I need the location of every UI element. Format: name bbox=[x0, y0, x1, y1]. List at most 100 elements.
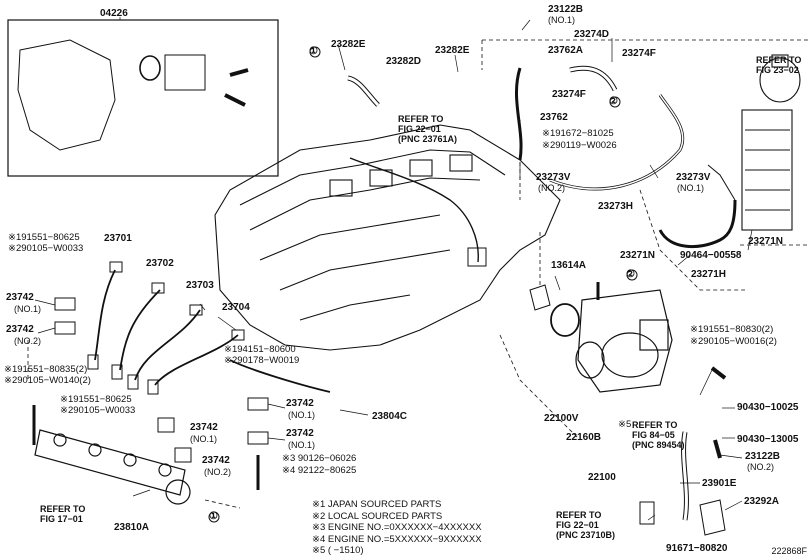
part-label-23704: 23704 bbox=[222, 302, 250, 313]
part-label-23742-e: 23742 bbox=[286, 398, 314, 409]
diagram-code: 222868F bbox=[771, 546, 807, 556]
ref-line-2: FIG 22−01 bbox=[556, 520, 599, 530]
part-label-23122B-bot: 23122B bbox=[745, 451, 781, 462]
legend-line: ※4 ENGINE NO.=5XXXXXX−9XXXXXX bbox=[312, 533, 482, 545]
circle-marker-1b: ① bbox=[209, 511, 218, 522]
circle-marker-2a: ② bbox=[609, 96, 618, 107]
part-label-23703: 23703 bbox=[186, 280, 214, 291]
ref-line-2: FIG 22−01 bbox=[398, 124, 441, 134]
part-qualifier-no1-c: (NO.1) bbox=[190, 434, 217, 444]
part-label-23742-f: 23742 bbox=[286, 428, 314, 439]
sensor-22160B bbox=[639, 501, 655, 525]
part-qualifier-no1-a: (NO.1) bbox=[14, 304, 41, 314]
circle-markers bbox=[208, 46, 638, 523]
pipe-23271N bbox=[658, 199, 737, 249]
refer-to-fig-17-01[interactable]: REFER TO FIG 17−01 bbox=[40, 504, 85, 524]
part-qualifier-23273V-no2: (NO.2) bbox=[538, 183, 565, 193]
note-194151: ※194151−80600 bbox=[224, 344, 296, 355]
o-ring-13614A bbox=[550, 303, 580, 337]
part-label-23282D: 23282D bbox=[386, 56, 422, 67]
part-label-23274F-b: 23274F bbox=[552, 89, 586, 100]
ref-line-1: REFER TO bbox=[632, 420, 678, 430]
inset-parts bbox=[17, 39, 249, 151]
part-label-23274D: 23274D bbox=[574, 29, 610, 40]
ref-line-2: FIG 84−05 bbox=[632, 430, 675, 440]
note-90126: ※3 90126−06026 bbox=[282, 453, 357, 464]
legend-line: ※2 LOCAL SOURCED PARTS bbox=[312, 510, 443, 522]
note-191551-80625-b: ※191551−80625 bbox=[60, 394, 132, 405]
part-label-91671: 91671−80820 bbox=[666, 543, 728, 554]
part-label-23742-a: 23742 bbox=[6, 292, 34, 303]
part-label-90464: 90464−00558 bbox=[680, 250, 742, 261]
part-label-23701: 23701 bbox=[104, 233, 132, 244]
ref-line-1: REFER TO bbox=[398, 114, 444, 124]
ref-line-2: FIG 23−02 bbox=[756, 65, 799, 75]
part-qualifier-no2-bot: (NO.2) bbox=[747, 462, 774, 472]
ref-line-2: FIG 17−01 bbox=[40, 514, 83, 524]
pipe-23762 bbox=[515, 67, 523, 161]
part-label-22160B: 22160B bbox=[566, 432, 602, 443]
part-label-23282E-a: 23282E bbox=[331, 39, 366, 50]
part-label-90430-13005: 90430−13005 bbox=[737, 434, 799, 445]
engine-block-outline bbox=[214, 124, 561, 351]
refer-to-fig-23-02[interactable]: REFER TO FIG 23−02 bbox=[756, 55, 801, 75]
inset-box-04226 bbox=[7, 19, 279, 177]
part-label-23273H: 23273H bbox=[598, 201, 634, 212]
part-label-23762A: 23762A bbox=[548, 45, 584, 56]
note-191551-80835: ※191551−80835(2) bbox=[4, 364, 88, 375]
part-label-23122B-top: 23122B bbox=[548, 4, 584, 15]
bolt-191551-80830 bbox=[710, 366, 727, 380]
part-label-23271H: 23271H bbox=[691, 269, 727, 280]
part-label-23804C: 23804C bbox=[372, 411, 408, 422]
legend-line: ※3 ENGINE NO.=0XXXXXX−4XXXXXX bbox=[312, 522, 482, 533]
circle-marker-1a: ① bbox=[309, 46, 318, 57]
ref-line-1: REFER TO bbox=[40, 504, 86, 514]
refer-to-fig-84-05[interactable]: REFER TO FIG 84−05 (PNC 89454) bbox=[632, 420, 685, 450]
part-label-23282E-b: 23282E bbox=[435, 45, 470, 56]
legend-line: ※1 JAPAN SOURCED PARTS bbox=[312, 499, 442, 510]
part-label-22100: 22100 bbox=[588, 472, 616, 483]
note-191551-80830: ※191551−80830(2) bbox=[690, 324, 774, 335]
circle-marker-2b: ② bbox=[626, 269, 635, 280]
part-label-23742-b: 23742 bbox=[6, 324, 34, 335]
wire-harness bbox=[349, 157, 479, 263]
part-label-23702: 23702 bbox=[146, 258, 174, 269]
bolt-23122B bbox=[713, 439, 722, 459]
pipe-23273H-inner bbox=[549, 94, 684, 190]
part-qualifier-no2-b: (NO.2) bbox=[14, 336, 41, 346]
bracket-13614A bbox=[529, 284, 551, 311]
common-rail-23810A bbox=[34, 429, 191, 505]
part-qualifier-no1-f: (NO.1) bbox=[288, 440, 315, 450]
supply-pump-22100 bbox=[575, 289, 673, 393]
bracket-23292A bbox=[699, 499, 726, 536]
harness-connector bbox=[467, 247, 487, 267]
part-label-23762: 23762 bbox=[540, 112, 568, 123]
part-label-23273V-2: 23273V bbox=[536, 172, 571, 183]
refer-to-fig-22-01-top[interactable]: REFER TO FIG 22−01 (PNC 23761A) bbox=[398, 114, 457, 144]
part-label-13614A: 13614A bbox=[551, 260, 587, 271]
part-qualifier-23273V-no1: (NO.1) bbox=[677, 183, 704, 193]
part-label-23271N-b: 23271N bbox=[748, 236, 784, 247]
legend-line: ※5 ( −1510) bbox=[312, 545, 364, 556]
note-5: ※5 bbox=[618, 419, 632, 430]
injection-pipes bbox=[94, 269, 331, 393]
ref-line-1: REFER TO bbox=[556, 510, 602, 520]
note-191551-80625-a: ※191551−80625 bbox=[8, 232, 80, 243]
note-290119: ※290119−W0026 bbox=[542, 140, 617, 151]
footnote-legend: ※1 JAPAN SOURCED PARTS ※2 LOCAL SOURCED … bbox=[312, 499, 482, 557]
note-290105-W0016: ※290105−W0016(2) bbox=[690, 336, 777, 347]
part-label-23271N-a: 23271N bbox=[620, 250, 656, 261]
part-label-23742-d: 23742 bbox=[202, 455, 230, 466]
ref-line-1: REFER TO bbox=[756, 55, 802, 65]
part-qualifier-no1-e: (NO.1) bbox=[288, 410, 315, 420]
refer-to-fig-22-01-bottom[interactable]: REFER TO FIG 22−01 (PNC 23710B) bbox=[556, 510, 615, 540]
part-label-90430-10025: 90430−10025 bbox=[737, 402, 799, 413]
part-qualifier-no2-d: (NO.2) bbox=[204, 467, 231, 477]
part-label-23742-c: 23742 bbox=[190, 422, 218, 433]
ref-line-3: (PNC 23761A) bbox=[398, 134, 458, 144]
note-290105-W0140: ※290105−W0140(2) bbox=[4, 375, 91, 386]
pipe-23274D-inner bbox=[569, 66, 617, 91]
note-92122: ※4 92122−80625 bbox=[282, 465, 357, 476]
part-label-23810A: 23810A bbox=[114, 522, 150, 533]
